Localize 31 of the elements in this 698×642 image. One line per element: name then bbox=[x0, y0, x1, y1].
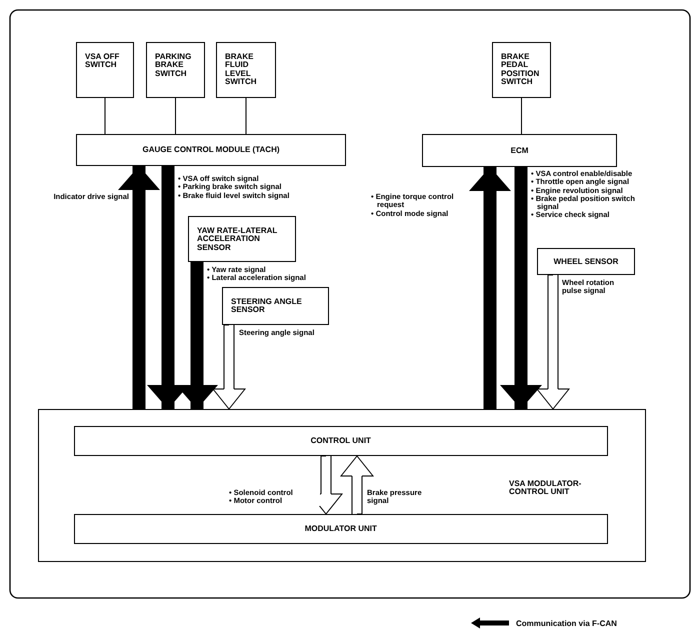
signal-arrow bbox=[469, 167, 511, 409]
node-label: STEERING ANGLE SENSOR bbox=[231, 298, 303, 315]
node-label: VSA MODULATOR-CONTROL UNIT bbox=[509, 480, 582, 497]
component-box bbox=[422, 134, 617, 167]
component-box bbox=[216, 42, 276, 98]
module-box bbox=[38, 409, 646, 562]
node-label: ECM bbox=[510, 146, 530, 155]
node-label: GAUGE CONTROL MODULE (TACH) bbox=[141, 146, 281, 154]
component-box bbox=[222, 287, 329, 325]
node-label: VSA OFF SWITCH bbox=[85, 53, 120, 70]
node-label: BRAKE PEDAL POSITION SWITCH bbox=[501, 53, 540, 87]
connector-line bbox=[104, 98, 106, 134]
node-label: YAW RATE-LATERAL ACCELERATION SENSOR bbox=[197, 227, 278, 252]
connector-line bbox=[175, 98, 176, 134]
component-box bbox=[492, 42, 551, 98]
node-label: WHEEL SENSOR bbox=[552, 258, 620, 266]
component-box bbox=[74, 514, 608, 544]
component-box bbox=[76, 134, 346, 166]
component-box bbox=[76, 42, 134, 98]
component-box bbox=[146, 42, 205, 98]
component-box bbox=[188, 216, 296, 262]
component-box bbox=[537, 248, 635, 275]
node-label: BRAKE FLUID LEVEL SWITCH bbox=[225, 53, 258, 87]
connector-line bbox=[521, 98, 522, 134]
node-label: PARKING BRAKE SWITCH bbox=[155, 53, 192, 78]
legend-label: Communication via F-CAN bbox=[516, 618, 617, 628]
node-label: MODULATOR UNIT bbox=[304, 524, 378, 534]
component-box bbox=[74, 426, 608, 456]
node-label: CONTROL UNIT bbox=[310, 436, 372, 446]
signal-arrow bbox=[118, 166, 160, 409]
signal-arrow bbox=[500, 167, 542, 409]
